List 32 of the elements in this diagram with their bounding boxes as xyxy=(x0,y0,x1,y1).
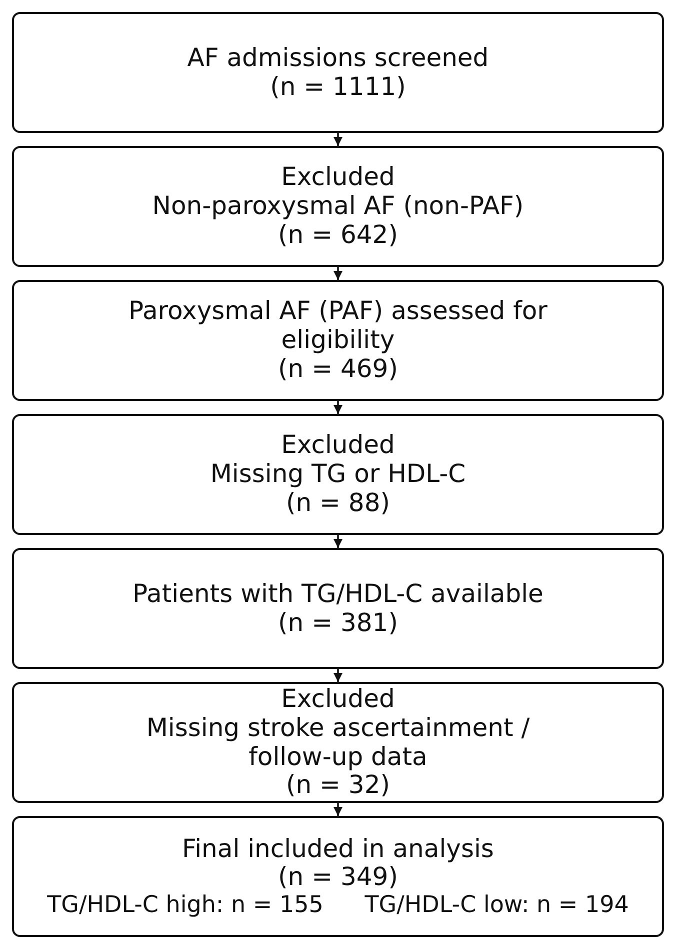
box-text: Missing TG or HDL-C xyxy=(210,460,466,489)
arrow xyxy=(334,401,342,414)
box-text: (n = 469) xyxy=(278,354,398,384)
box-text: Excluded xyxy=(281,431,395,460)
arrow xyxy=(334,535,342,548)
box-text: Non-paroxysmal AF (non-PAF) xyxy=(152,192,524,221)
box-text: (n = 381) xyxy=(278,608,398,638)
box-text: Patients with TG/HDL-C available xyxy=(132,580,544,608)
box-text: AF admissions screened xyxy=(187,44,489,72)
box-text: Paroxysmal AF (PAF) assessed for eligibility xyxy=(128,297,548,355)
arrow xyxy=(334,803,342,816)
box-text: (n = 88) xyxy=(286,488,390,518)
box-text: (n = 32) xyxy=(286,771,390,800)
process-box xyxy=(12,280,664,401)
process-box xyxy=(12,682,664,803)
box-text: Excluded xyxy=(281,685,395,714)
box-text: Missing stroke ascertainment / follow-up data xyxy=(145,714,531,772)
box-text: (n = 642) xyxy=(278,220,398,250)
box-text: TG/HDL-C low: n = 194 xyxy=(364,892,629,918)
box-text: Excluded xyxy=(281,163,395,192)
process-box xyxy=(12,816,664,937)
arrow xyxy=(334,267,342,280)
process-box xyxy=(12,414,664,535)
box-text: (n = 349) xyxy=(278,863,398,892)
arrow xyxy=(334,669,342,682)
process-box xyxy=(12,12,664,133)
process-box xyxy=(12,146,664,267)
box-text: TG/HDL-C high: n = 155 xyxy=(47,892,324,918)
box-text: (n = 1111) xyxy=(270,72,406,102)
box-text: Final included in analysis xyxy=(182,834,494,864)
arrow xyxy=(334,133,342,146)
process-box xyxy=(12,548,664,669)
